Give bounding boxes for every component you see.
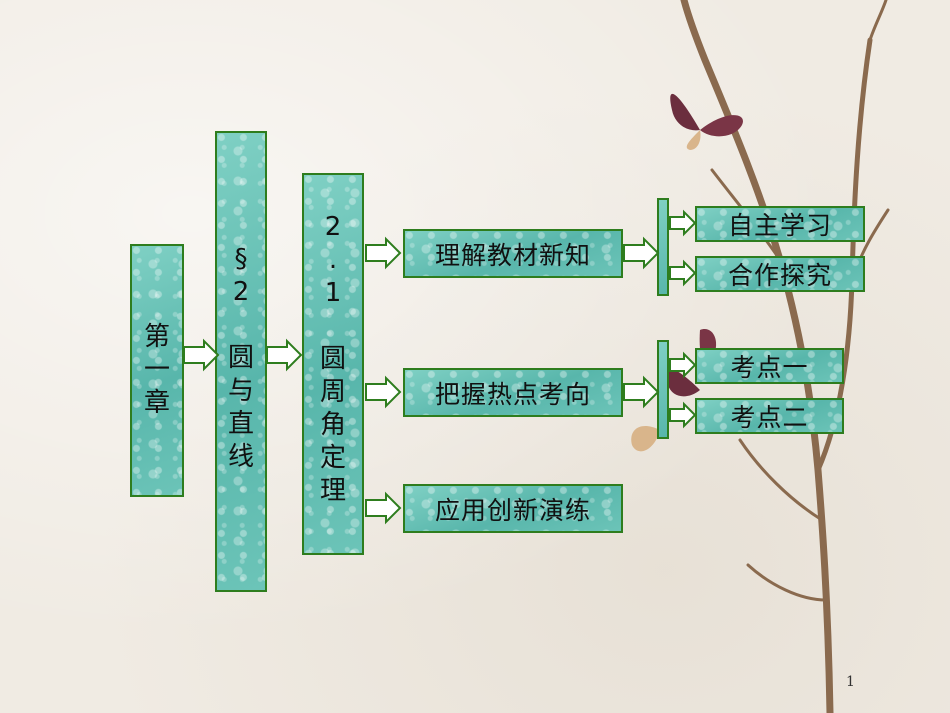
leaf-label-3: 考点一 bbox=[730, 353, 809, 382]
branch-box-3: 应用创新演练 bbox=[403, 484, 623, 533]
leaf-label-4: 考点二 bbox=[730, 403, 809, 432]
branch-label-2: 把握热点考向 bbox=[434, 379, 591, 409]
butterfly-icon-top bbox=[670, 93, 743, 150]
branch-box-2: 把握热点考向 bbox=[403, 368, 623, 417]
section-box: § 2 圆 与 直 线 bbox=[215, 131, 267, 592]
branch-label-1: 理解教材新知 bbox=[434, 240, 591, 270]
page-number: 1 bbox=[846, 674, 855, 690]
leaf-box-3: 考点一 bbox=[695, 348, 844, 384]
bracket-1 bbox=[657, 198, 669, 296]
branch-label-3: 应用创新演练 bbox=[434, 495, 591, 525]
branch-box-1: 理解教材新知 bbox=[403, 229, 623, 278]
section-label: § 2 圆 与 直 线 bbox=[227, 244, 254, 472]
leaf-box-2: 合作探究 bbox=[695, 256, 865, 292]
leaf-box-4: 考点二 bbox=[695, 398, 844, 434]
subsection-label: 2 . 1 圆 周 角 定 理 bbox=[319, 212, 346, 506]
chapter-label: 第 一 章 bbox=[143, 322, 170, 418]
subsection-box: 2 . 1 圆 周 角 定 理 bbox=[302, 173, 364, 555]
leaf-label-2: 合作探究 bbox=[727, 261, 832, 290]
leaf-label-1: 自主学习 bbox=[727, 211, 832, 240]
bracket-2 bbox=[657, 340, 669, 439]
chapter-box: 第 一 章 bbox=[130, 244, 184, 497]
leaf-box-1: 自主学习 bbox=[695, 206, 865, 242]
